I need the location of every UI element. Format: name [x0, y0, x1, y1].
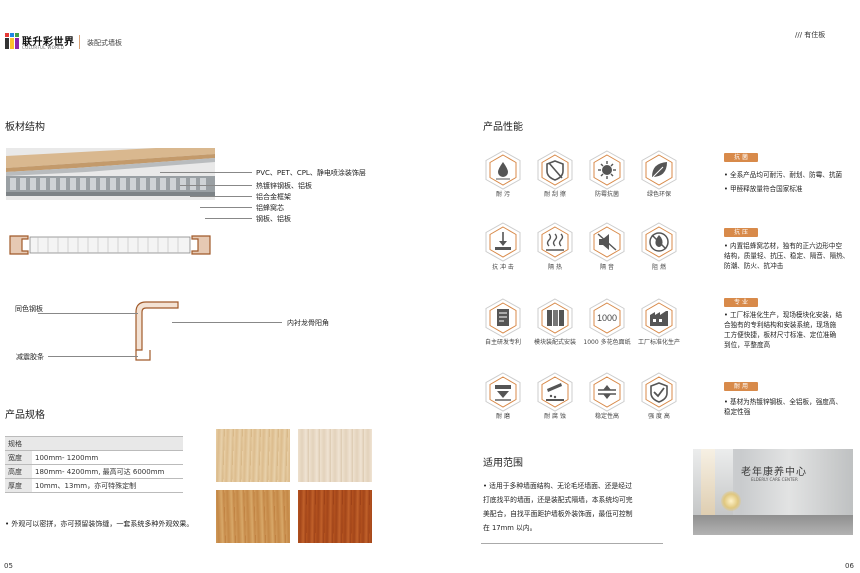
- board-cross-section: [8, 234, 212, 256]
- perf-desc: • 工厂标准化生产，现场模块化安装，结合独有的专利结构和安装系统，现场施工方便快…: [724, 311, 843, 349]
- icon-label: 隔 热: [548, 264, 562, 271]
- layer-label: 热镀锌钢板、铝板: [256, 182, 312, 190]
- swatch-light-oak: [216, 429, 290, 482]
- strength-icon: [639, 372, 679, 412]
- icon-label: 1000 多花色面纸: [583, 339, 631, 346]
- spec-value: 180mm- 4200mm, 最高可达 6000mm: [32, 464, 183, 479]
- impact-resist-icon: [483, 222, 523, 262]
- icon-label: 隔 音: [600, 264, 614, 271]
- perf-tag: 专 业: [724, 298, 758, 307]
- corner-profile-drawing: [132, 300, 182, 364]
- swatch-red-wood: [298, 490, 372, 543]
- icon-label: 阻 燃: [652, 264, 666, 271]
- callout-line: [48, 356, 138, 357]
- swatch-golden-oak: [216, 490, 290, 543]
- icon-label: 耐 腐 蚀: [544, 413, 566, 420]
- icon-label: 工厂标准化生产: [637, 339, 680, 346]
- scratch-resist-icon: [535, 150, 575, 190]
- spec-value: 100mm- 1200mm: [32, 450, 183, 465]
- header-subtitle: 装配式墙板: [87, 39, 122, 47]
- layer-label: 铝合金框架: [256, 193, 291, 201]
- profile-label-steel: 同色钢板: [15, 305, 43, 313]
- callout-line: [38, 313, 138, 314]
- table-row: 规格: [5, 436, 183, 451]
- board-structure-image: [6, 148, 215, 200]
- callout-line: [172, 322, 282, 323]
- profile-label-strip: 减震胶条: [16, 353, 44, 361]
- eco-leaf-icon: [639, 150, 679, 190]
- modular-install-icon: [535, 298, 575, 338]
- icon-label: 耐 磨: [496, 413, 510, 420]
- callout-line: [160, 172, 252, 173]
- brand-name: 联升彩世界: [22, 37, 75, 48]
- wear-resist-icon: [483, 372, 523, 412]
- perf-desc: • 内置铝蜂窝芯材，独有的正六边形中空结构，质量轻、抗压、稳定、隔音、隔热、防潮…: [724, 242, 850, 270]
- spec-value: 10mm、13mm，亦可特殊定制: [32, 478, 183, 493]
- callout-line: [190, 196, 252, 197]
- layer-label: 铝蜂窝芯: [256, 204, 284, 212]
- perf-desc: • 基材为热镀锌钢板、全铝板，强度高、稳定性强: [724, 398, 843, 416]
- heat-insulation-icon: [535, 222, 575, 262]
- spec-value: [32, 436, 183, 451]
- scope-text: • 适用于多种墙面结构、无论毛坯墙面、还是经过 打底找平的墙面，还是装配式隔墙，…: [483, 482, 633, 532]
- icon-label: 强 度 高: [648, 413, 670, 420]
- scope-title: 适用范围: [483, 458, 523, 469]
- icon-label: 抗 冲 击: [492, 264, 514, 271]
- svg-text:1000: 1000: [597, 313, 617, 323]
- spec-key: 规格: [5, 436, 32, 451]
- perf-desc: • 全系产品均可耐污、耐划、防霉、抗菌• 甲醛释放量符合国家标准: [724, 171, 843, 193]
- performance-title: 产品性能: [483, 122, 523, 133]
- page-number-left: 05: [4, 562, 13, 570]
- layer-label: 钢板、铝板: [256, 215, 291, 223]
- callout-line: [205, 218, 252, 219]
- structure-title: 板材结构: [5, 122, 45, 133]
- spec-note: • 外观可以密拼，亦可预留装饰缝，一套系统多种外观效果。: [5, 520, 194, 528]
- stability-icon: [587, 372, 627, 412]
- brand-name-en: COLORFUL WORLD: [22, 45, 65, 50]
- icon-label: 模块装配式安装: [533, 339, 576, 346]
- application-photo: 老年康养中心 ELDERLY CARE CENTER: [693, 449, 853, 535]
- sound-insulation-icon: [587, 222, 627, 262]
- flame-retardant-icon: [639, 222, 679, 262]
- stain-resist-icon: [483, 150, 523, 190]
- callout-line: [200, 207, 252, 208]
- corrosion-resist-icon: [535, 372, 575, 412]
- profile-label-corner: 内衬龙骨阳角: [287, 319, 329, 327]
- icon-label: 绿色环保: [646, 191, 671, 198]
- spec-key: 宽度: [5, 450, 32, 465]
- icon-label: 稳定性高: [594, 413, 619, 420]
- header-divider: [79, 35, 80, 49]
- factory-icon: [639, 298, 679, 338]
- table-row: 宽度 100mm- 1200mm: [5, 450, 183, 465]
- icon-label: 防霉抗菌: [594, 191, 619, 198]
- spec-table: 规格 宽度 100mm- 1200mm 高度 180mm- 4200mm, 最高…: [5, 436, 183, 493]
- swatch-pale-wood: [298, 429, 372, 482]
- perf-tag: 耐 用: [724, 382, 758, 391]
- patent-icon: [483, 298, 523, 338]
- perf-tag: 抗 压: [724, 228, 758, 237]
- table-row: 高度 180mm- 4200mm, 最高可达 6000mm: [5, 464, 183, 479]
- table-row: 厚度 10mm、13mm，亦可特殊定制: [5, 478, 183, 493]
- photo-sign-en: ELDERLY CARE CENTER: [751, 477, 798, 482]
- icon-label: 耐 刮 擦: [544, 191, 566, 198]
- scope-box: [481, 446, 663, 544]
- spec-key: 高度: [5, 464, 32, 479]
- callout-line: [180, 185, 252, 186]
- page-number-right: 06: [845, 562, 854, 570]
- antibacterial-icon: [587, 150, 627, 190]
- icon-label: 自主研发专利: [484, 339, 521, 346]
- photo-sign-text: 老年康养中心: [741, 467, 807, 478]
- icon-label: 耐 污: [496, 191, 510, 198]
- layer-label: PVC、PET、CPL、静电喷涂装饰层: [256, 169, 366, 177]
- perf-tag: 抗 菌: [724, 153, 758, 162]
- spec-key: 厚度: [5, 478, 32, 493]
- spec-title: 产品规格: [5, 410, 45, 421]
- header-section-label: /// 有住板: [795, 31, 826, 39]
- brand-logo-mark: [5, 33, 19, 49]
- colors-1000-icon: 1000: [587, 298, 627, 338]
